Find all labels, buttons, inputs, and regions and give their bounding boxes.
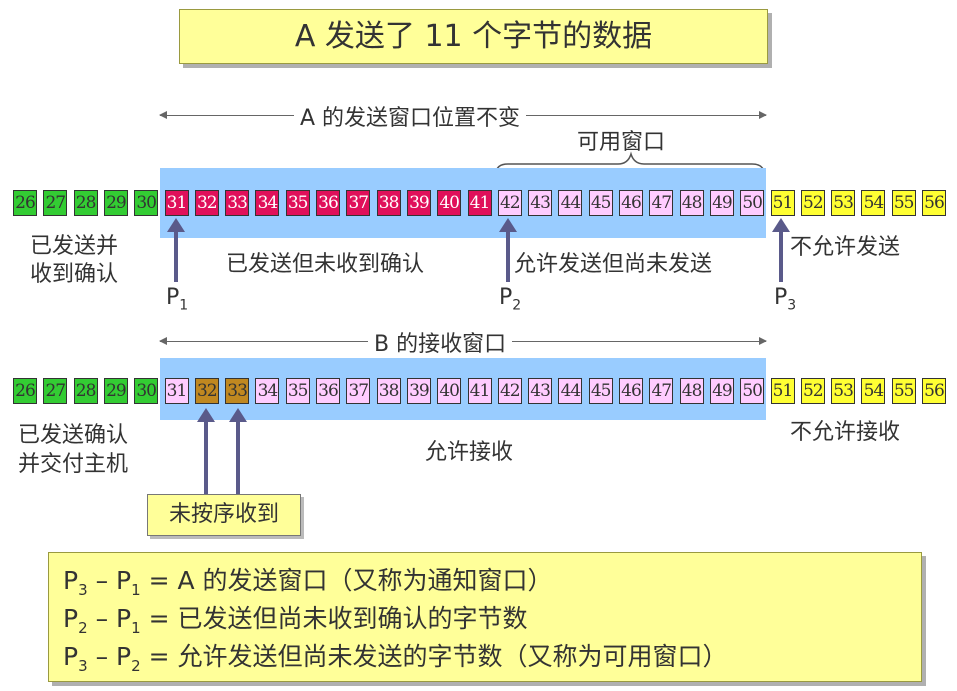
send-byte-54: 54: [861, 190, 886, 216]
recv-window-label: B 的接收窗口: [368, 326, 513, 358]
recv-byte-51: 51: [770, 378, 795, 404]
recv-byte-55: 55: [891, 378, 916, 404]
send-byte-42: 42: [497, 190, 522, 216]
not-allowed-send-label: 不允许发送: [790, 235, 901, 260]
delivered-label-line2: 并交付主机: [18, 452, 129, 477]
recv-byte-35: 35: [285, 378, 310, 404]
recv-byte-44: 44: [558, 378, 583, 404]
sent-unacked-label: 已发送但未收到确认: [226, 252, 425, 277]
send-byte-30: 30: [134, 190, 159, 216]
recv-byte-27: 27: [43, 378, 68, 404]
formula-box: P3 – P1 = A 的发送窗口（又称为通知窗口） P2 – P1 = 已发送…: [48, 552, 922, 682]
recv-byte-30: 30: [134, 378, 159, 404]
send-byte-34: 34: [255, 190, 280, 216]
formula-line-2: P2 – P1 = 已发送但尚未收到确认的字节数: [63, 604, 528, 637]
recv-byte-31: 31: [164, 378, 189, 404]
p1-pointer-label: P1: [166, 285, 189, 314]
send-byte-56: 56: [922, 190, 946, 216]
recv-byte-46: 46: [619, 378, 643, 404]
recv-byte-50: 50: [740, 378, 765, 404]
recv-byte-34: 34: [255, 378, 280, 404]
recv-byte-40: 40: [437, 378, 462, 404]
page-title: A 发送了 11 个字节的数据: [294, 19, 653, 54]
not-allowed-receive-label: 不允许接收: [790, 420, 901, 445]
recv-byte-48: 48: [679, 378, 704, 404]
delivered-label-line1: 已发送确认: [18, 423, 129, 448]
send-byte-36: 36: [316, 190, 340, 216]
send-byte-53: 53: [831, 190, 856, 216]
out-of-order-note: 未按序收到: [147, 494, 301, 536]
send-byte-28: 28: [73, 190, 98, 216]
send-byte-32: 32: [194, 190, 219, 216]
send-byte-51: 51: [770, 190, 795, 216]
p2-pointer-label: P2: [499, 285, 522, 314]
recv-byte-36: 36: [316, 378, 340, 404]
p3-pointer-label: P3: [774, 285, 797, 314]
send-byte-26: 26: [13, 190, 37, 216]
send-byte-48: 48: [679, 190, 704, 216]
formula-line-3: P3 – P2 = 允许发送但尚未发送的字节数（又称为可用窗口）: [63, 642, 728, 675]
recv-byte-47: 47: [649, 378, 674, 404]
send-byte-55: 55: [891, 190, 916, 216]
send-byte-47: 47: [649, 190, 674, 216]
recv-byte-26: 26: [13, 378, 37, 404]
send-byte-44: 44: [558, 190, 583, 216]
acked-label-line2: 收到确认: [30, 262, 119, 287]
recv-byte-37: 37: [346, 378, 371, 404]
send-byte-33: 33: [225, 190, 250, 216]
recv-byte-53: 53: [831, 378, 856, 404]
recv-byte-56: 56: [922, 378, 946, 404]
p2-arrow: [499, 218, 517, 282]
send-byte-49: 49: [709, 190, 734, 216]
recv-byte-49: 49: [709, 378, 734, 404]
send-window-band: [160, 168, 766, 238]
send-byte-46: 46: [619, 190, 643, 216]
send-byte-40: 40: [437, 190, 462, 216]
usable-window-label: 可用窗口: [577, 130, 666, 155]
send-byte-43: 43: [528, 190, 553, 216]
send-window-label: A 的发送窗口位置不变: [294, 100, 527, 132]
recv-byte-38: 38: [376, 378, 401, 404]
p1-arrow: [167, 218, 185, 282]
recv-byte-52: 52: [800, 378, 825, 404]
recv-byte-28: 28: [73, 378, 98, 404]
send-byte-35: 35: [285, 190, 310, 216]
out-of-order-arrow-32: [197, 408, 215, 496]
recv-byte-42: 42: [497, 378, 522, 404]
recv-window-band: [160, 358, 766, 420]
acked-label-line1: 已发送并: [30, 234, 119, 259]
send-byte-38: 38: [376, 190, 401, 216]
send-byte-39: 39: [406, 190, 431, 216]
recv-byte-33: 33: [225, 378, 250, 404]
out-of-order-label: 未按序收到: [168, 502, 279, 527]
recv-byte-43: 43: [528, 378, 553, 404]
allowed-receive-label: 允许接收: [425, 440, 514, 465]
recv-byte-41: 41: [467, 378, 492, 404]
recv-byte-39: 39: [406, 378, 431, 404]
send-byte-37: 37: [346, 190, 371, 216]
formula-line-1: P3 – P1 = A 的发送窗口（又称为通知窗口）: [63, 566, 553, 599]
title-box: A 发送了 11 个字节的数据: [179, 9, 768, 64]
recv-byte-54: 54: [861, 378, 886, 404]
recv-byte-32: 32: [194, 378, 219, 404]
recv-byte-45: 45: [588, 378, 613, 404]
send-byte-52: 52: [800, 190, 825, 216]
send-byte-41: 41: [467, 190, 492, 216]
usable-window-brace: [495, 151, 765, 175]
send-byte-45: 45: [588, 190, 613, 216]
send-byte-31: 31: [164, 190, 189, 216]
send-byte-50: 50: [740, 190, 765, 216]
out-of-order-arrow-33: [229, 408, 247, 496]
send-byte-29: 29: [103, 190, 128, 216]
send-byte-27: 27: [43, 190, 68, 216]
allowed-unsent-label: 允许发送但尚未发送: [514, 252, 713, 277]
recv-byte-29: 29: [103, 378, 128, 404]
p3-arrow: [772, 218, 790, 282]
